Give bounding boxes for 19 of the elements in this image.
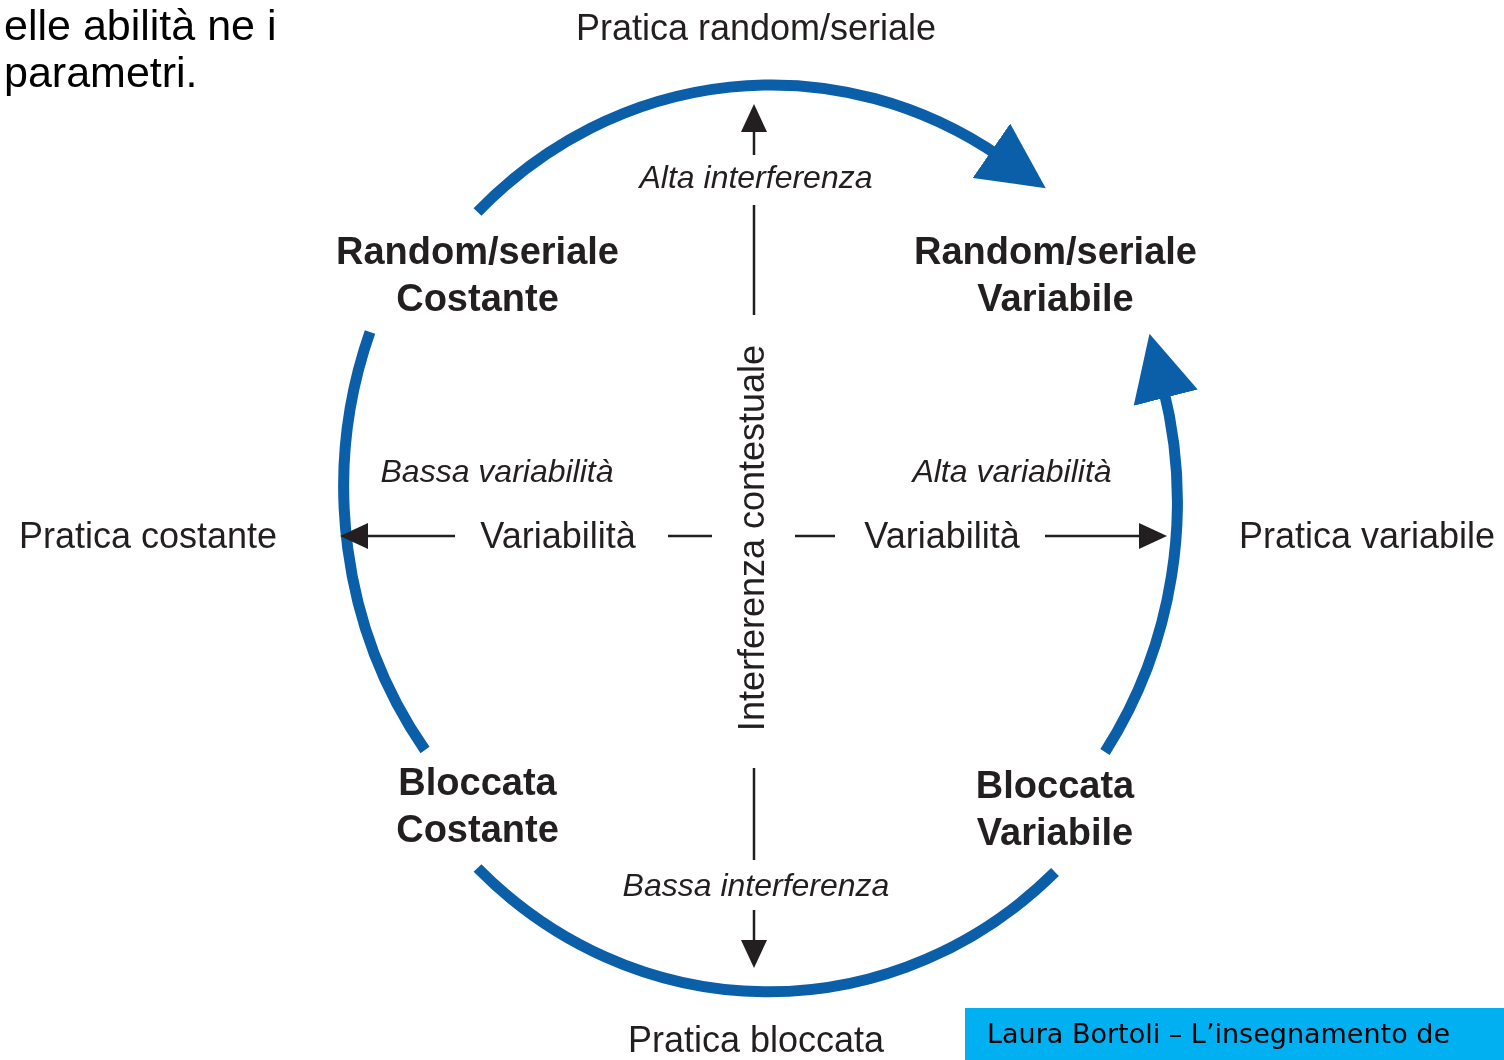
axis-label: Bassa variabilità [380,454,614,490]
axis-end-label: Pratica variabile [1238,516,1496,556]
slide-text: elle abilità ne i parametri. [4,2,278,97]
quadrant-label: Random/seriale Variabile [908,226,1203,324]
axis-end-label: Pratica costante [18,516,278,556]
axis-label: Alta variabilità [912,454,1112,490]
quadrant-label: Bloccata Costante [385,758,570,854]
axis-end-label: Pratica random/seriale [575,8,937,48]
axis-title: Interferenza contestuale [732,344,772,732]
quadrant-label: Random/seriale Costante [330,226,625,324]
axis-label: Bassa interferenza [622,868,890,904]
axis-label: Variabilità [864,516,1020,556]
cycle-arrow [473,79,1048,217]
footer-banner: Laura Bortoli – L’insegnamento de [965,1008,1504,1060]
axis-end-label: Pratica bloccata [627,1020,885,1060]
axis-label: Variabilità [480,516,636,556]
cycle-arrow [1100,333,1198,755]
axis-label: Alta interferenza [639,160,873,196]
quadrant-label: Bloccata Variabile [965,760,1145,858]
